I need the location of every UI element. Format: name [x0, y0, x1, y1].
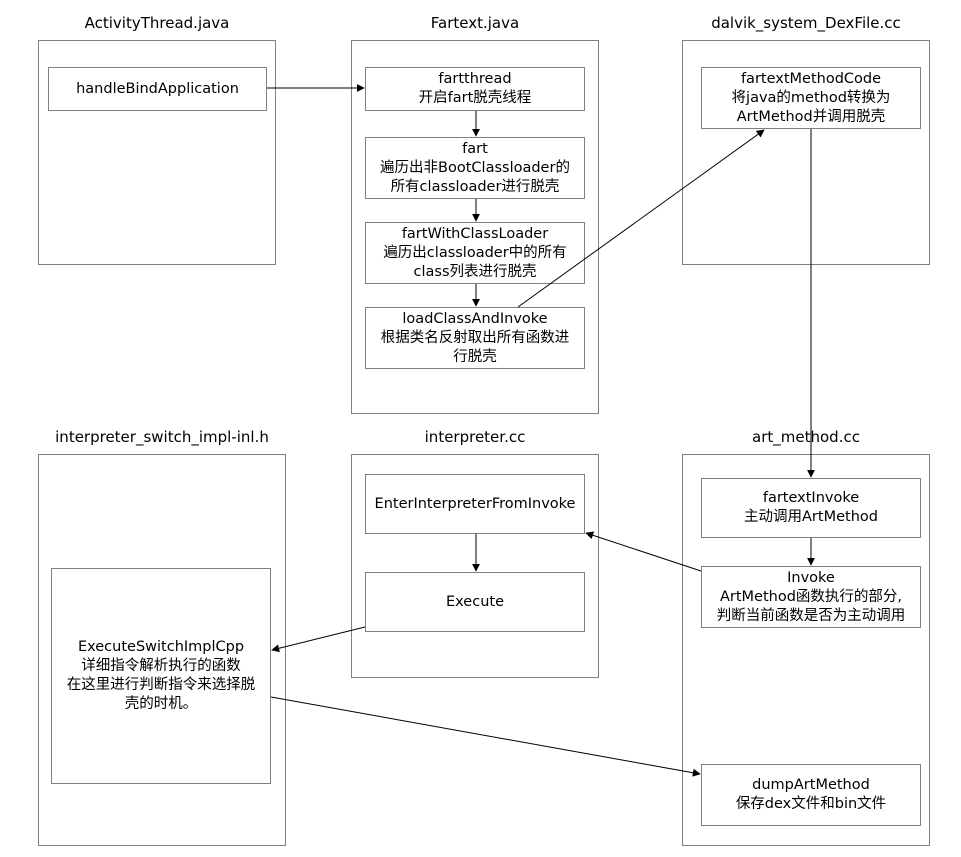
- node-handle-bind-application: handleBindApplication: [48, 67, 267, 111]
- title-interpreter: interpreter.cc: [424, 428, 526, 446]
- node-dump-art-method: dumpArtMethod 保存dex文件和bin文件: [701, 764, 921, 826]
- node-load-class-and-invoke-label: loadClassAndInvoke 根据类名反射取出所有函数进 行脱壳: [380, 310, 570, 365]
- node-invoke-label: Invoke ArtMethod函数执行的部分, 判断当前函数是否为主动调用: [716, 569, 906, 624]
- node-execute-switch-impl: ExecuteSwitchImplCpp 详细指令解析执行的函数 在这里进行判断…: [51, 568, 271, 784]
- node-dump-art-method-label: dumpArtMethod 保存dex文件和bin文件: [735, 777, 887, 812]
- title-switch-impl: interpreter_switch_impl-inl.h: [55, 428, 269, 446]
- node-execute: Execute: [365, 572, 585, 632]
- title-fartext: Fartext.java: [430, 14, 520, 32]
- title-dexfile: dalvik_system_DexFile.cc: [711, 14, 901, 32]
- node-fartthread-label: fartthread 开启fart脱壳线程: [418, 71, 532, 106]
- node-fartext-invoke-label: fartextInvoke 主动调用ArtMethod: [744, 490, 878, 525]
- title-activity-thread: ActivityThread.java: [84, 14, 230, 32]
- title-art-method: art_method.cc: [752, 428, 860, 446]
- node-execute-label: Execute: [446, 593, 504, 610]
- node-fartthread: fartthread 开启fart脱壳线程: [365, 67, 585, 111]
- node-enter-interpreter-label: EnterInterpreterFromInvoke: [374, 495, 576, 512]
- node-fartext-method-code: fartextMethodCode 将java的method转换为 ArtMet…: [701, 67, 921, 129]
- node-fartext-invoke: fartextInvoke 主动调用ArtMethod: [701, 478, 921, 538]
- node-fart-label: fart 遍历出非BootClassloader的 所有classloader进…: [380, 140, 570, 195]
- node-fart-with-classloader-label: fartWithClassLoader 遍历出classloader中的所有 c…: [383, 225, 567, 280]
- node-fartext-method-code-label: fartextMethodCode 将java的method转换为 ArtMet…: [731, 70, 891, 125]
- node-enter-interpreter: EnterInterpreterFromInvoke: [365, 474, 585, 534]
- node-fart-with-classloader: fartWithClassLoader 遍历出classloader中的所有 c…: [365, 222, 585, 284]
- edge-switchimpl-to-dumpartmethod: [270, 696, 701, 777]
- node-load-class-and-invoke: loadClassAndInvoke 根据类名反射取出所有函数进 行脱壳: [365, 307, 585, 369]
- node-fart: fart 遍历出非BootClassloader的 所有classloader进…: [365, 137, 585, 199]
- node-handle-bind-application-label: handleBindApplication: [76, 80, 239, 97]
- node-invoke: Invoke ArtMethod函数执行的部分, 判断当前函数是否为主动调用: [701, 566, 921, 628]
- node-execute-switch-impl-label: ExecuteSwitchImplCpp 详细指令解析执行的函数 在这里进行判断…: [66, 639, 256, 712]
